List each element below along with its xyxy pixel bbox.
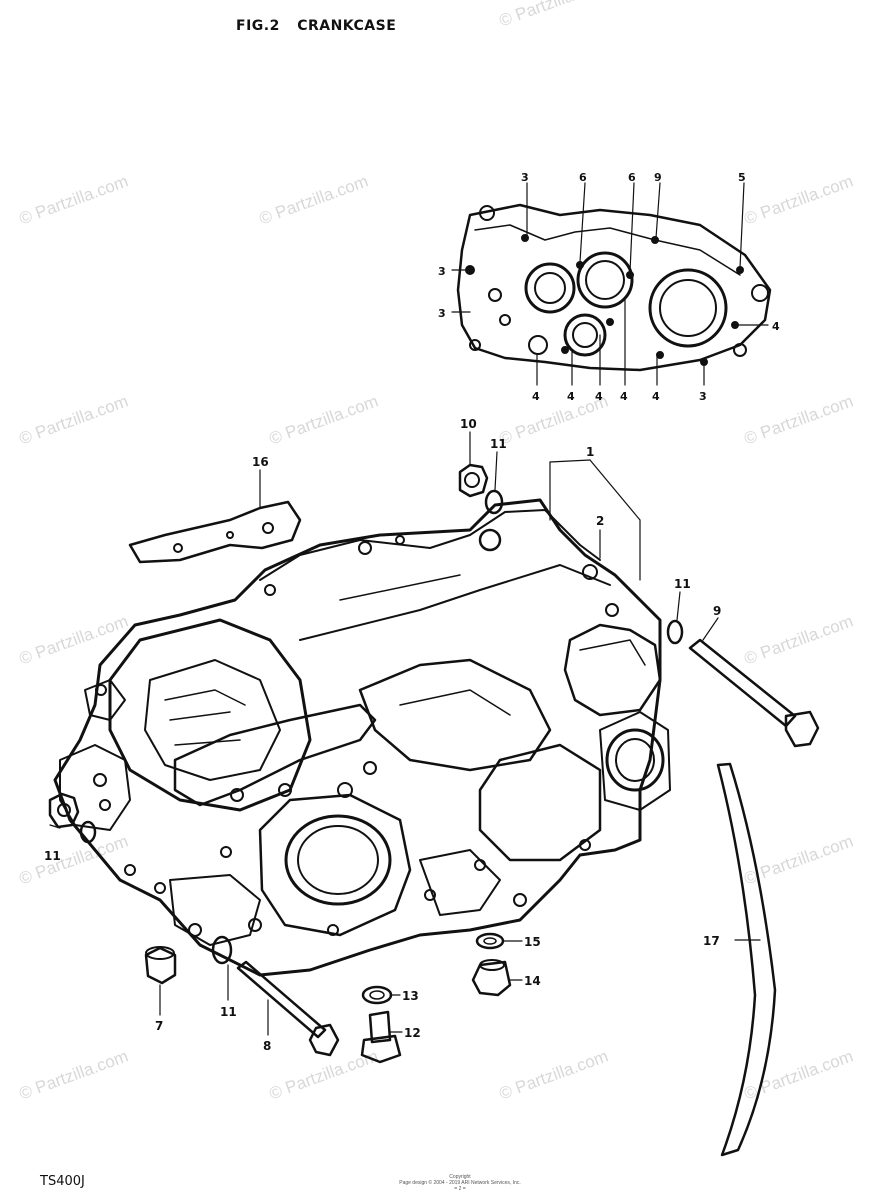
callout-labels: 3 6 6 9 5 3 3 4 4 4 4 4 4 3 10 11 1 2 16…: [44, 171, 780, 1053]
cap-14-shape: [471, 959, 512, 997]
bolt-8-shape: [236, 960, 340, 1057]
footer-line: Copyright: [449, 1174, 471, 1180]
hose-17-shape: [716, 762, 777, 1157]
inset-crankcase-view: [451, 182, 772, 386]
callout-13: 13: [402, 989, 419, 1003]
inset-callout-3: 3: [438, 265, 446, 278]
callout-10: 10: [460, 417, 477, 431]
drain-bolt-12-shape: [360, 1010, 402, 1064]
inset-callout-3: 3: [438, 307, 446, 320]
inset-callout-9: 9: [654, 171, 662, 184]
inset-callout-5: 5: [738, 171, 746, 184]
washer-11-shape: [666, 619, 684, 645]
inset-callout-4: 4: [620, 390, 628, 403]
inset-callout-6: 6: [628, 171, 636, 184]
callout-11: 11: [44, 849, 61, 863]
washer-11-shape: [484, 489, 504, 515]
inset-callout-4: 4: [652, 390, 660, 403]
footer-line: Page design © 2004 - 2019 ARI Network Se…: [399, 1180, 521, 1186]
inset-callout-4: 4: [772, 320, 780, 333]
callout-2: 2: [596, 514, 604, 528]
nut-10-shape: [458, 463, 489, 498]
inset-callout-6: 6: [579, 171, 587, 184]
callout-1: 1: [586, 445, 594, 459]
inset-callout-3: 3: [521, 171, 529, 184]
figure-name: CRANKCASE: [297, 18, 397, 34]
callout-17: 17: [703, 934, 720, 948]
inset-callout-3: 3: [699, 390, 707, 403]
crankcase-assembly: [53, 498, 671, 977]
callout-9: 9: [713, 604, 721, 618]
callout-8: 8: [263, 1039, 271, 1053]
callout-16: 16: [252, 455, 269, 469]
footer-copyright: Copyright Page design © 2004 - 2019 ARI …: [380, 1174, 540, 1192]
inset-callout-4: 4: [532, 390, 540, 403]
callout-11: 11: [674, 577, 691, 591]
figure-title: FIG.2 CRANKCASE: [236, 18, 408, 34]
leader-lines: [49, 431, 761, 1036]
washer-11-shape: [211, 935, 233, 965]
callout-7: 7: [155, 1019, 163, 1033]
nut-left-shape: [48, 792, 80, 829]
callout-15: 15: [524, 935, 541, 949]
washer-13-shape: [361, 985, 393, 1005]
washer-left-shape: [79, 820, 97, 844]
washer-15-shape: [475, 932, 505, 950]
inset-callout-4: 4: [595, 390, 603, 403]
bolt-9-shape: [688, 638, 820, 748]
model-code: TS400J: [40, 1174, 85, 1189]
callout-11: 11: [490, 437, 507, 451]
footer-line: = 2 =: [454, 1186, 466, 1192]
inset-callout-4: 4: [567, 390, 575, 403]
callout-14: 14: [524, 974, 541, 988]
gasket-16-shape: [128, 500, 302, 564]
callout-11: 11: [220, 1005, 237, 1019]
dowel-7-shape: [144, 946, 177, 985]
figure-number: FIG.2: [236, 18, 280, 34]
callout-12: 12: [404, 1026, 421, 1040]
